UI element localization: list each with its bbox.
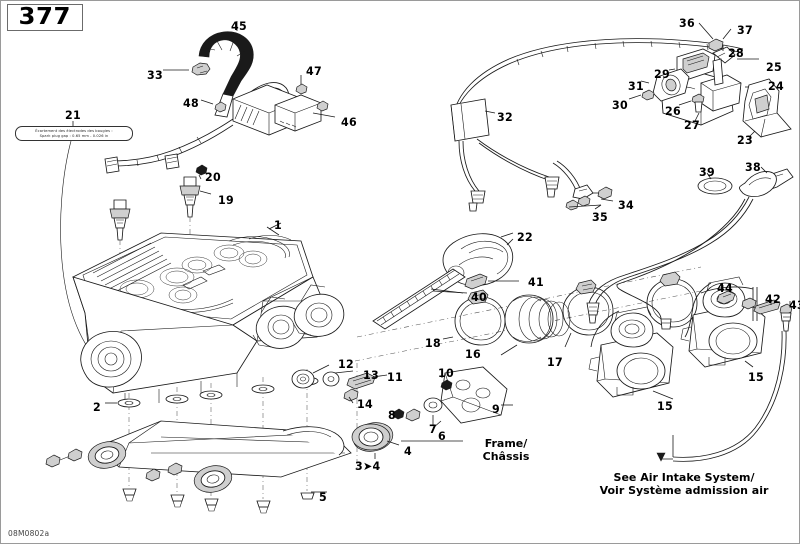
see-air-intake-system-label: See Air Intake System/ Voir Système admi… [599, 471, 769, 497]
decal-line-2: Spark plug gap : 0.65 mm - 0.026 in [39, 133, 109, 138]
callout-8: 8 [388, 408, 396, 422]
callout-4: 4 [404, 444, 412, 458]
frame-chassis-label: Frame/ Châssis [482, 437, 530, 463]
callout-15-right: 15 [748, 370, 764, 384]
callout-5: 5 [319, 490, 327, 504]
callout-45: 45 [231, 19, 247, 33]
diagram-reference-id: 08M0802a [8, 529, 50, 538]
callout-29: 29 [654, 67, 670, 81]
callout-14: 14 [357, 397, 373, 411]
callout-13: 13 [363, 368, 379, 382]
callout-3-to-4: 3➤4 [355, 459, 381, 473]
page-number-box: 377 [7, 4, 83, 31]
callout-15-left: 15 [657, 399, 673, 413]
callout-48: 48 [183, 96, 199, 110]
callout-27: 27 [684, 118, 700, 132]
callout-24: 24 [768, 79, 784, 93]
callout-44: 44 [717, 281, 733, 295]
callout-28: 28 [728, 46, 744, 60]
callout-16: 16 [465, 347, 481, 361]
callout-31: 31 [628, 79, 644, 93]
callout-12: 12 [338, 357, 354, 371]
callout-22: 22 [517, 230, 533, 244]
callout-37: 37 [737, 23, 753, 37]
callout-11: 11 [387, 370, 403, 384]
callout-39: 39 [699, 165, 715, 179]
callout-1: 1 [274, 218, 282, 232]
callout-9: 9 [492, 402, 500, 416]
callout-2: 2 [93, 400, 101, 414]
callout-26: 26 [665, 104, 681, 118]
callout-40: 40 [471, 290, 487, 304]
callout-19: 19 [218, 193, 234, 207]
callout-6: 6 [438, 429, 446, 443]
callout-23: 23 [737, 133, 753, 147]
callout-30: 30 [612, 98, 628, 112]
callout-25: 25 [766, 60, 782, 74]
callout-10: 10 [438, 366, 454, 380]
callout-42: 42 [765, 292, 781, 306]
callout-32: 32 [497, 110, 513, 124]
page-number: 377 [18, 4, 72, 30]
callout-46: 46 [341, 115, 357, 129]
callout-21: 21 [65, 108, 81, 122]
callout-36: 36 [679, 16, 695, 30]
callout-34: 34 [618, 198, 634, 212]
callout-47: 47 [306, 64, 322, 78]
callout-7: 7 [429, 422, 437, 436]
decal-line-1: Écartement des électrodes des bougies : [35, 128, 113, 133]
callout-20: 20 [205, 170, 221, 184]
callout-17: 17 [547, 355, 563, 369]
callout-18: 18 [425, 336, 441, 350]
callout-33: 33 [147, 68, 163, 82]
spark-plug-gap-decal: Écartement des électrodes des bougies : … [15, 126, 133, 141]
callout-41: 41 [528, 275, 544, 289]
callout-43: 43 [789, 298, 800, 312]
callout-35: 35 [592, 210, 608, 224]
callout-38: 38 [745, 160, 761, 174]
